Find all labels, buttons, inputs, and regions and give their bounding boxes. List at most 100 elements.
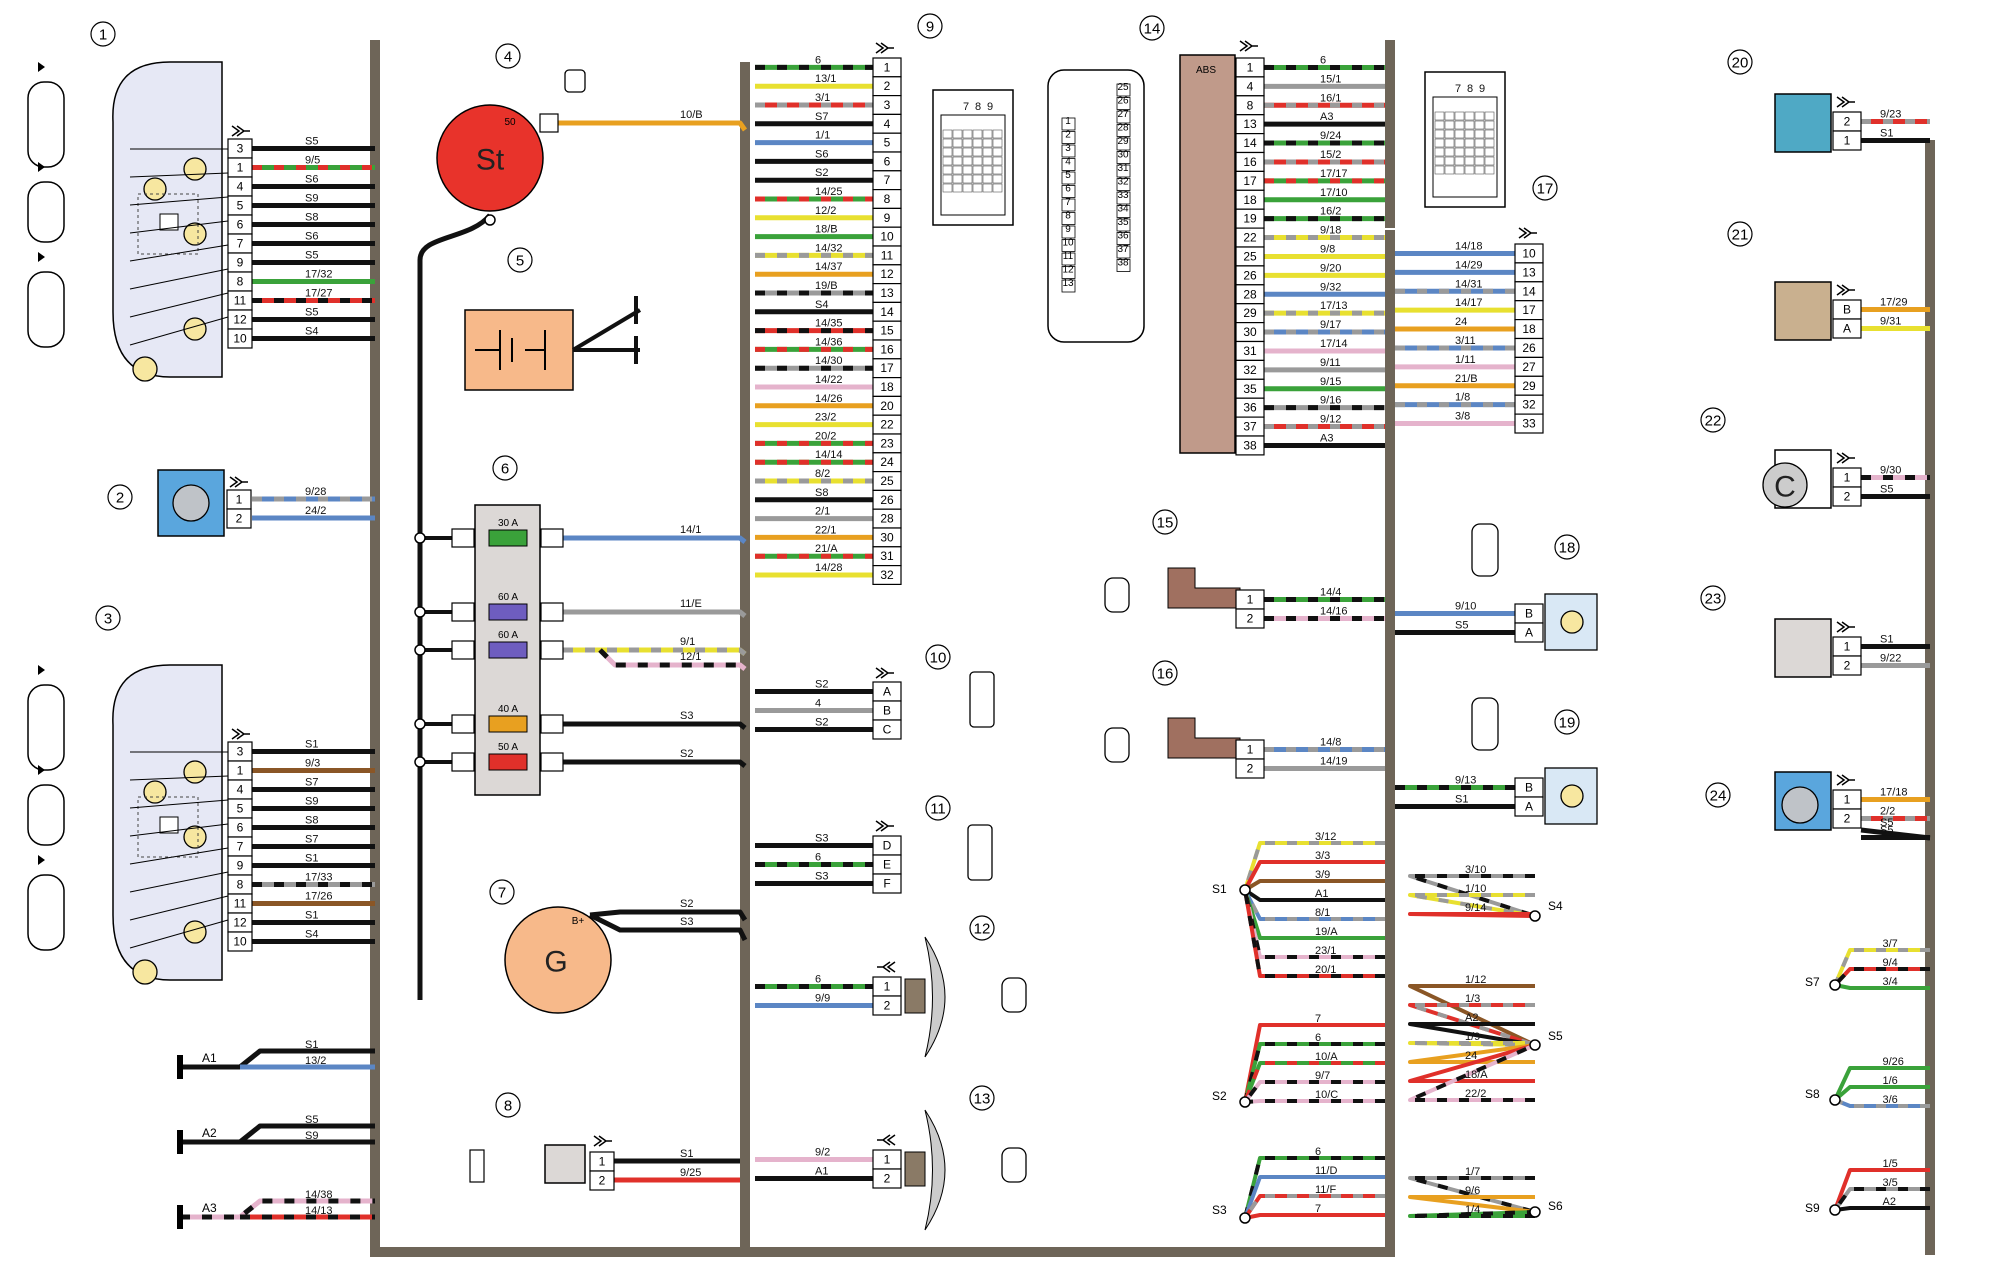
wire-label: 9/30 (1880, 465, 1901, 477)
plug-outline (27, 81, 65, 168)
pin-number: 1 (237, 161, 244, 175)
splice-point (1829, 1204, 1841, 1216)
pin-number: C (883, 723, 892, 737)
level-motor-icon (159, 816, 179, 834)
ecu-pin-number: 33 (1117, 190, 1129, 201)
fan-blade-icon (924, 936, 946, 1058)
ecu-pin-number: 13 (1062, 278, 1074, 289)
wire-label: 17/33 (305, 872, 333, 884)
grid-cell (1454, 129, 1465, 139)
ecu-pin (1116, 178, 1131, 191)
wire (563, 609, 747, 618)
grid-cell (982, 174, 993, 184)
ecu-pin-number: 31 (1117, 163, 1129, 174)
plug-icon (1104, 577, 1130, 613)
pin-number: 12 (233, 916, 247, 930)
component-number: 11 (930, 801, 946, 818)
connector-pin-cell (1832, 808, 1862, 829)
wire (1243, 879, 1385, 892)
component-number-badge (507, 247, 533, 273)
ecu-pin-number: 8 (1065, 211, 1071, 222)
wire-label: 14/28 (815, 562, 843, 574)
splice-name: S6 (1548, 1199, 1563, 1213)
wire-label: 9/17 (1320, 319, 1341, 331)
splice-point (1529, 910, 1541, 922)
ecu-pin (1061, 198, 1076, 212)
wire (1408, 1041, 1536, 1047)
wire-label: 9/23 (1880, 109, 1901, 121)
wire-label: A1 (815, 1166, 828, 1178)
pin-number: 4 (884, 117, 891, 131)
splice-name: S8 (1805, 1087, 1820, 1101)
wire-label: 16/1 (1320, 92, 1341, 104)
plug-outline (27, 271, 65, 348)
wire-label: 14/19 (1320, 756, 1348, 768)
pin-number: 7 (237, 237, 244, 251)
pin-number: 11 (881, 248, 894, 262)
bulb-icon (132, 959, 158, 985)
grid-cell (982, 147, 993, 157)
wire-label: 17/13 (1320, 300, 1348, 312)
grid-cell (982, 165, 993, 175)
connector-pin-cell (1832, 318, 1862, 339)
wire-label: A1 (1315, 888, 1328, 900)
wire-label: S8 (815, 487, 828, 499)
ecu-pin-number: 32 (1117, 177, 1129, 188)
wire-label: 14/30 (815, 355, 843, 367)
fuse-terminal-left (451, 752, 475, 772)
pin-number: 6 (237, 821, 244, 835)
splice-point (1529, 1039, 1541, 1051)
grid-cell (962, 156, 973, 166)
pin-number: 2 (884, 999, 891, 1013)
component-number: 16 (1157, 666, 1174, 683)
wire-label: 6 (1315, 1146, 1321, 1158)
connector-pin-cell (227, 328, 253, 349)
pin-number: 2 (884, 79, 891, 93)
wire-label: 15/2 (1320, 149, 1341, 161)
wire-label: 14/32 (815, 242, 843, 254)
grid-cell (942, 183, 953, 193)
connector-pin-cell (1235, 608, 1265, 629)
connector-arrow-icon (877, 1134, 896, 1146)
ecu-pin (1061, 171, 1076, 185)
wire-label: S2 (815, 167, 828, 179)
component-number-badge (1152, 509, 1178, 535)
component-number-badge (1554, 709, 1580, 735)
ecu-pin (1061, 239, 1076, 252)
splice-name: S4 (1548, 899, 1563, 913)
wire-label: S5 (305, 1114, 318, 1126)
wire-label: S4 (305, 929, 318, 941)
grid-cell (1484, 156, 1495, 166)
component-number-badge (1532, 175, 1558, 201)
connector-arrow-icon (1836, 452, 1855, 464)
grid-cell (952, 174, 963, 184)
plug-fork-icon (38, 765, 57, 775)
wire-label: 9/15 (1320, 376, 1341, 388)
ecu-pin-number: 4 (1065, 157, 1071, 168)
grid-cell (1484, 111, 1495, 121)
grid-cell (962, 129, 973, 139)
fuse-rating: 60 A (498, 630, 518, 641)
grid-cell (1484, 129, 1495, 139)
wire (1408, 1043, 1536, 1083)
component-number: 6 (501, 461, 509, 478)
pin-number: 2 (236, 512, 243, 526)
splice-dot (414, 718, 426, 730)
abs-label: ABS (1196, 65, 1216, 76)
plug-fork-icon (38, 162, 57, 172)
ecu-pin (1116, 97, 1131, 110)
bulb-icon (183, 920, 207, 944)
pin-number: 2 (884, 1172, 891, 1186)
wire (1408, 1043, 1536, 1102)
wire-label: S4 (815, 299, 828, 311)
fuse-icon (488, 641, 528, 659)
pin-number: 23 (880, 436, 894, 450)
bulb-icon (1560, 610, 1584, 634)
grid-cell (952, 165, 963, 175)
component-number-badge (1700, 407, 1726, 433)
wire-label: 14/13 (305, 1205, 333, 1217)
wire (1408, 874, 1536, 918)
pin-number: 18 (880, 380, 894, 394)
pin-number: 27 (1522, 360, 1536, 374)
fuse-terminal-left (451, 640, 475, 660)
